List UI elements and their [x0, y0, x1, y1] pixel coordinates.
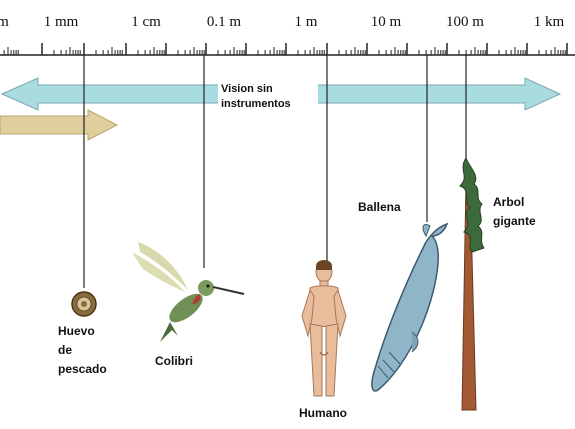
tree-label-line2: gigante [493, 214, 536, 228]
ruler-ticks [3, 43, 568, 55]
scale-label-0-1m: 0.1 m [206, 14, 242, 30]
fish-egg-label: Huevo de pescado [55, 322, 117, 377]
scale-label-m-cut: m [0, 14, 9, 30]
whale-label-text: Ballena [358, 200, 401, 214]
scale-label-1m: 1 m [294, 14, 318, 30]
whale-icon [371, 222, 449, 392]
tree-label-line1: Arbol [493, 195, 525, 209]
tree-label: Arbol gigante [490, 193, 552, 245]
visible-range-label: Vision sin instrumentos [218, 81, 318, 114]
scale-label-1km: 1 km [533, 14, 565, 30]
human-label: Humano [296, 404, 358, 426]
scale-label-10m: 10 m [370, 14, 402, 30]
scale-label-1cm: 1 cm [131, 14, 161, 30]
side-range-arrow [0, 109, 119, 141]
giant-tree-icon [459, 156, 485, 411]
fish-egg-label-line1: Huevo [58, 324, 95, 338]
hummingbird-label: Colibri [152, 352, 250, 374]
hummingbird-icon [132, 242, 245, 342]
human-label-text: Humano [299, 406, 347, 420]
hummingbird-label-text: Colibri [155, 354, 193, 368]
fish-egg-icon [71, 291, 97, 317]
visible-range-label-line1: Vision sin [221, 83, 273, 95]
scale-label-100m: 100 m [446, 14, 484, 30]
whale-label: Ballena [355, 198, 419, 250]
human-icon [301, 260, 347, 397]
visible-range-label-line2: instrumentos [221, 98, 291, 110]
fish-egg-label-line3: pescado [58, 362, 107, 376]
scale-label-1mm: 1 mm [43, 14, 79, 30]
fish-egg-label-line2: de [58, 343, 73, 357]
